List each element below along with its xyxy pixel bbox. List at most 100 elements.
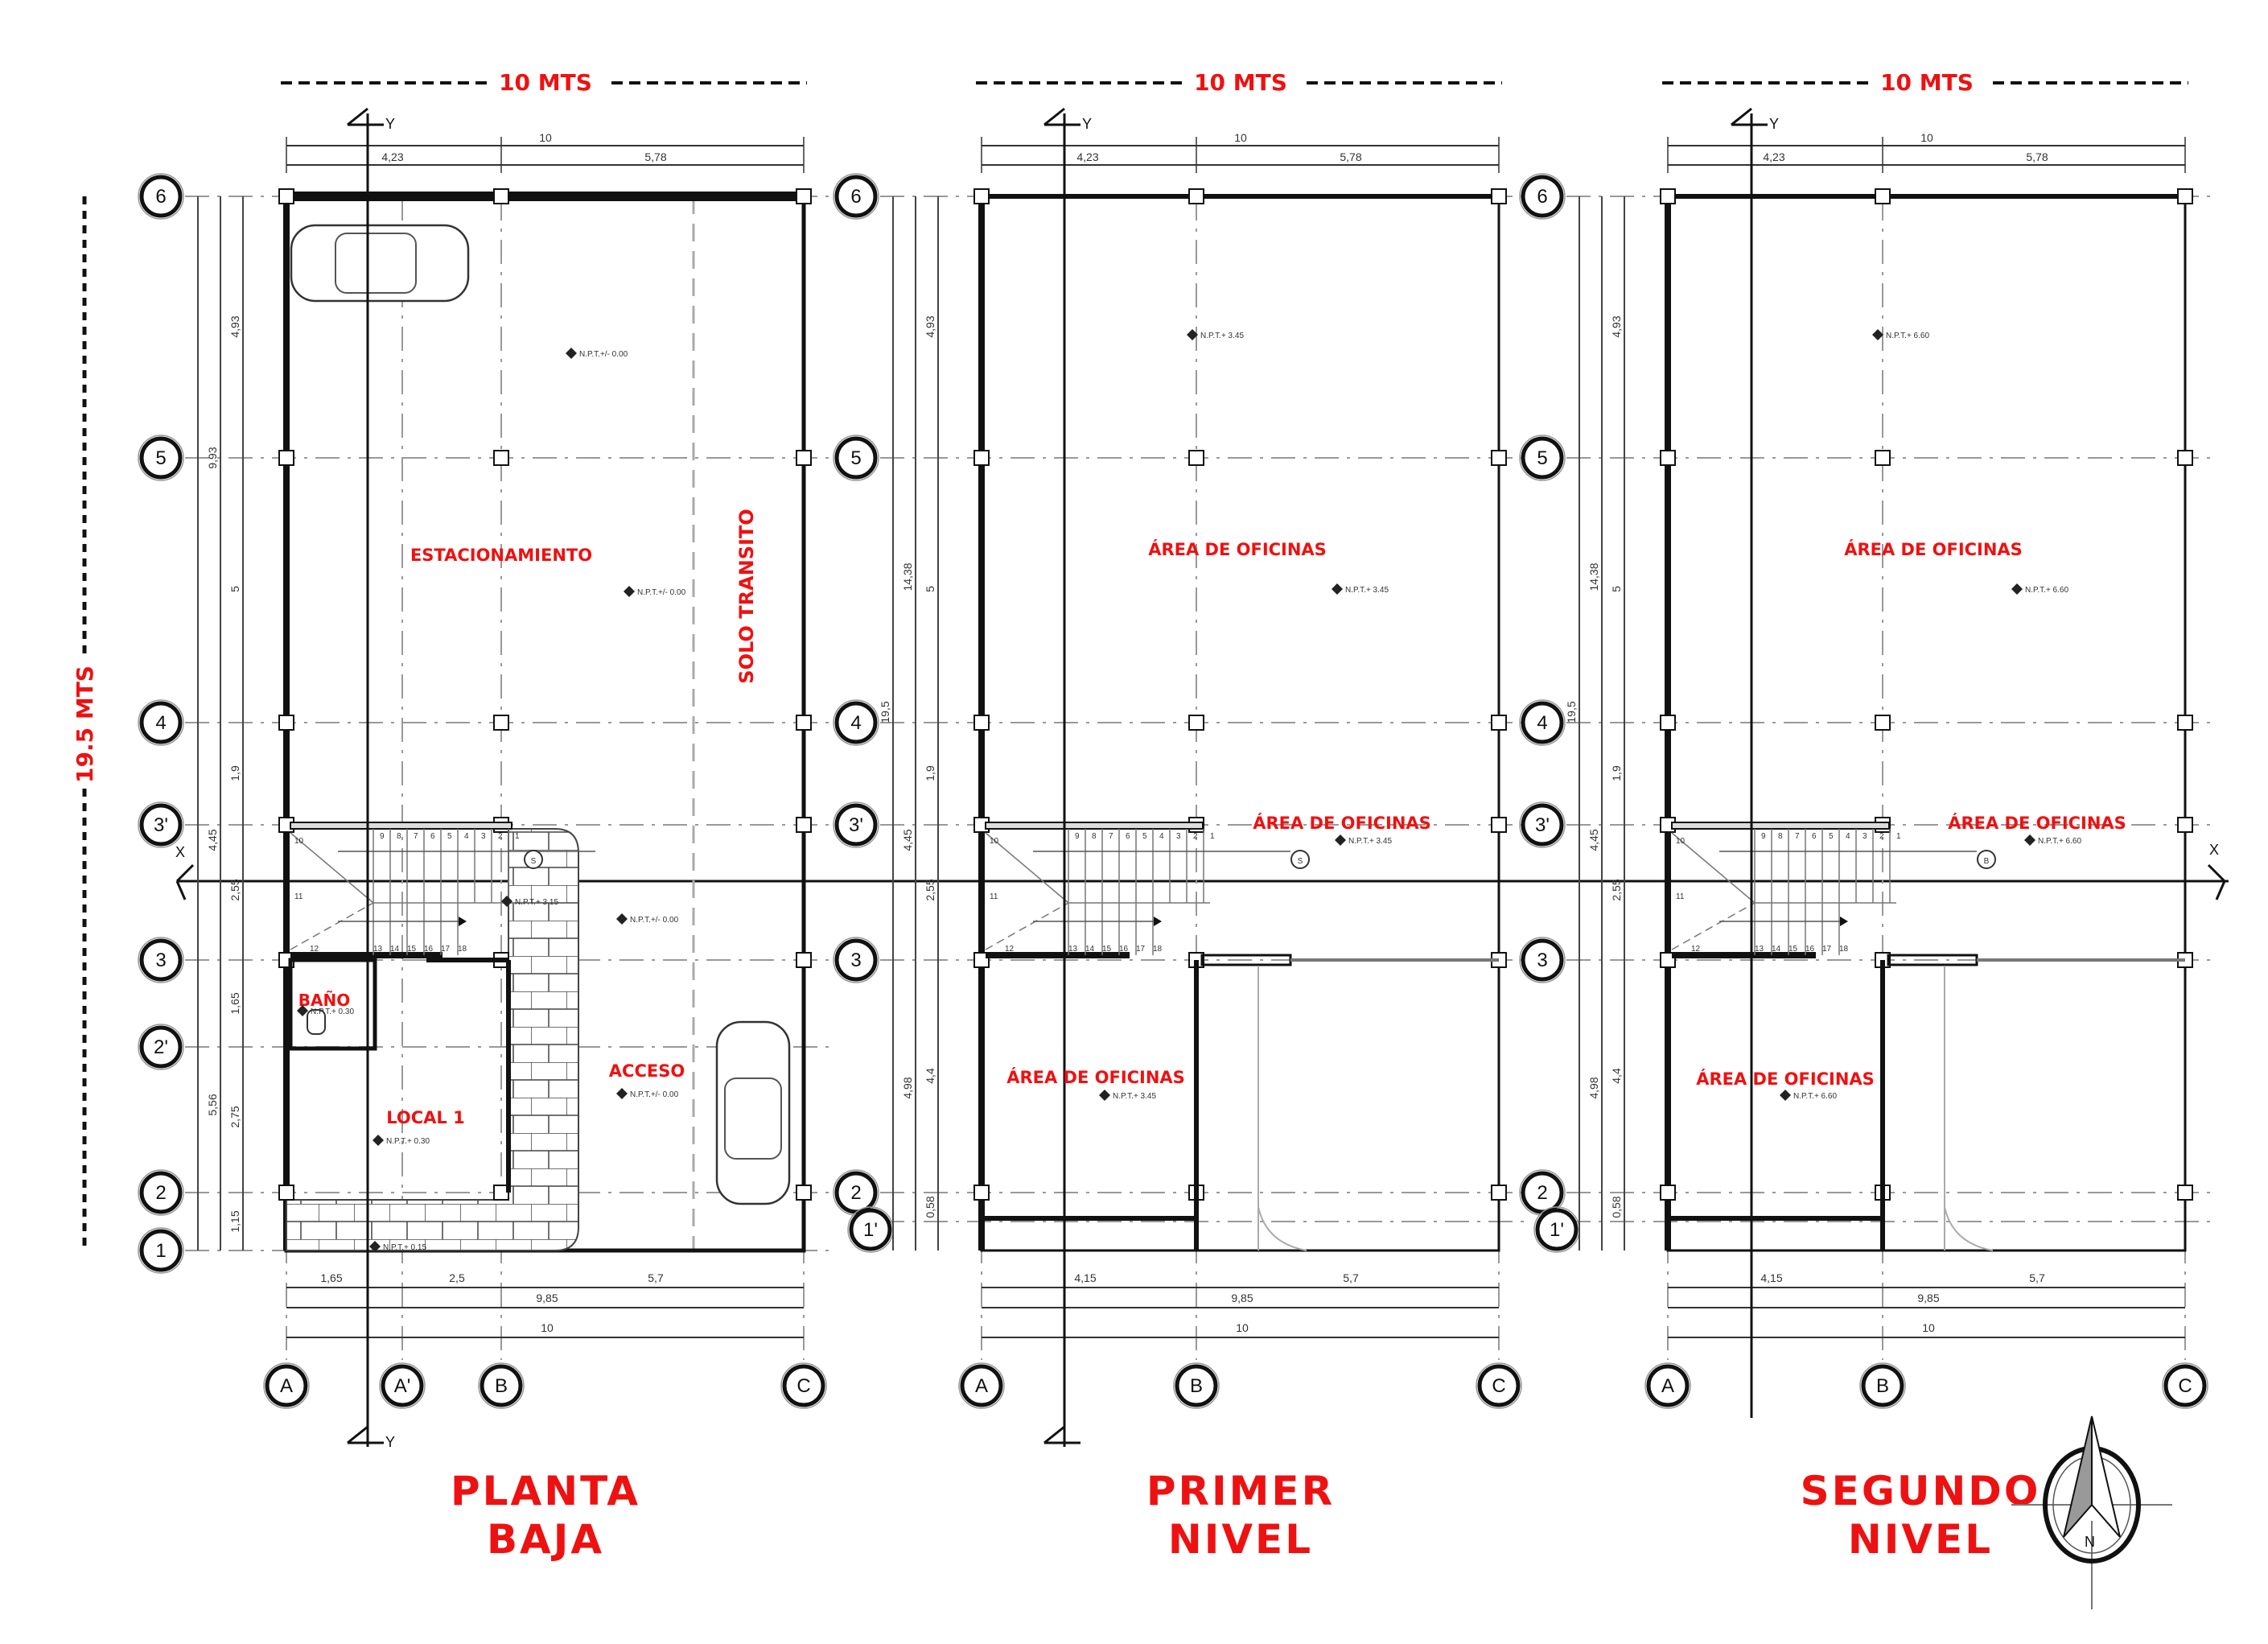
stair-step-number: 7 bbox=[1109, 832, 1113, 841]
plan-title-line2: NIVEL bbox=[1168, 1516, 1313, 1563]
structural-column bbox=[796, 450, 812, 466]
level-label: N.P.T.+ 3.45 bbox=[1345, 586, 1389, 595]
toilet-icon bbox=[307, 1009, 326, 1035]
dim-left: 4,93 bbox=[1610, 315, 1623, 337]
structural-column bbox=[1188, 450, 1204, 466]
grid-bubble-row: 5 bbox=[833, 435, 879, 481]
dim-top-total: 10 bbox=[539, 131, 552, 144]
structural-column bbox=[2177, 715, 2193, 731]
stair-step-number: 16 bbox=[424, 945, 434, 954]
stair-step-number: 9 bbox=[1075, 832, 1080, 841]
dim-top-left: 4,23 bbox=[1763, 150, 1784, 163]
dim-top-total: 10 bbox=[1234, 131, 1247, 144]
level-marker: N.P.T.+ 0.15 bbox=[369, 1241, 426, 1252]
grid-column-label: A' bbox=[394, 1375, 411, 1397]
dim-left: 4,45 bbox=[206, 829, 219, 851]
dim-left: 1,9 bbox=[924, 765, 936, 781]
dim-left: 4,45 bbox=[901, 829, 914, 851]
structural-column bbox=[2177, 817, 2193, 833]
plan-title-line1: PLANTA bbox=[451, 1468, 640, 1514]
dim-left: 14,38 bbox=[1587, 562, 1600, 591]
grid-row-label: 2 bbox=[155, 1182, 166, 1204]
paved-walkway bbox=[286, 828, 579, 1251]
grid-bubble-column: A' bbox=[379, 1362, 426, 1409]
grid-row-label: 4 bbox=[1537, 712, 1547, 734]
dim-bottom: 10 bbox=[1922, 1321, 1935, 1334]
structural-column bbox=[1188, 715, 1204, 731]
grid-column-label: C bbox=[2178, 1375, 2192, 1397]
dim-left: 1,15 bbox=[228, 1210, 241, 1232]
dim-left: 5 bbox=[1610, 586, 1623, 592]
plan-title-line2: NIVEL bbox=[1848, 1516, 1993, 1563]
level-label: N.P.T.+ 0.30 bbox=[311, 1007, 354, 1016]
level-label: N.P.T.+ 3.45 bbox=[1200, 332, 1244, 340]
stair-step-number: 17 bbox=[441, 945, 451, 954]
stair-step-number: 12 bbox=[1691, 945, 1701, 954]
stair-step-number: 3 bbox=[1863, 832, 1867, 841]
grid-bubble-row: 6 bbox=[1519, 173, 1566, 220]
stair-step-number: 14 bbox=[1085, 945, 1095, 954]
level-marker: N.P.T.+/- 0.00 bbox=[566, 348, 628, 359]
structural-column bbox=[278, 450, 294, 466]
grid-bubble-column: C bbox=[1476, 1362, 1522, 1409]
dim-left: 2,55 bbox=[228, 879, 241, 900]
grid-bubble-row: 3' bbox=[1519, 801, 1566, 848]
structural-column bbox=[1491, 817, 1507, 833]
stair-symbol: S bbox=[1298, 857, 1303, 866]
stair-step-number: 6 bbox=[1126, 832, 1130, 841]
structural-column bbox=[973, 1185, 990, 1201]
stair-step-number: 13 bbox=[373, 945, 383, 954]
stair-step-number: 15 bbox=[407, 945, 417, 954]
grid-row-label: 6 bbox=[155, 186, 166, 208]
plan-title-line1: SEGUNDO bbox=[1801, 1468, 2041, 1514]
grid-bubble-column: C bbox=[2162, 1362, 2208, 1409]
stair-step-number: 4 bbox=[464, 832, 469, 841]
structural-column bbox=[2177, 188, 2193, 204]
grid-bubble-row: 3 bbox=[833, 937, 879, 983]
dim-top-left: 4,23 bbox=[381, 150, 403, 163]
stair-step-number: 10 bbox=[990, 837, 999, 846]
grid-bubble-row: 3 bbox=[1519, 937, 1566, 983]
x-axis-label-right: X bbox=[2209, 842, 2219, 858]
stair-step-number: 16 bbox=[1805, 945, 1815, 954]
dim-bottom: 4,15 bbox=[1760, 1271, 1782, 1284]
grid-bubble-column: A bbox=[1644, 1362, 1691, 1409]
dim-bottom: 4,15 bbox=[1074, 1271, 1096, 1284]
stair-symbol: S bbox=[531, 857, 537, 866]
grid-row-label: 4 bbox=[850, 712, 861, 734]
dim-bottom: 10 bbox=[541, 1321, 554, 1334]
stair-step-number: 17 bbox=[1136, 945, 1146, 954]
grid-bubble-column: B bbox=[1859, 1362, 1906, 1409]
stair-step-number: 9 bbox=[380, 832, 385, 841]
dim-left: 1,9 bbox=[1610, 765, 1623, 781]
structural-column bbox=[493, 450, 509, 466]
grid-bubble-row: 6 bbox=[138, 173, 184, 220]
grid-row-label: 5 bbox=[1537, 447, 1547, 469]
stair-step-number: 5 bbox=[447, 832, 452, 841]
grid-bubble-column: A bbox=[263, 1362, 310, 1409]
level-marker: N.P.T.+ 6.60 bbox=[2024, 834, 2081, 846]
structural-column bbox=[278, 715, 294, 731]
dim-bottom: 10 bbox=[1236, 1321, 1249, 1334]
dim-left: 4,4 bbox=[1610, 1068, 1623, 1084]
dim-bottom: 5,7 bbox=[648, 1271, 664, 1284]
stair-step-number: 12 bbox=[1005, 945, 1015, 954]
grid-bubble-row: 4 bbox=[1519, 699, 1566, 746]
stair-step-number: 5 bbox=[1829, 832, 1834, 841]
y-axis-label: Y bbox=[1769, 116, 1779, 132]
grid-row-label: 2 bbox=[850, 1182, 861, 1204]
grid-bubble-row: 2 bbox=[138, 1169, 184, 1216]
structural-column bbox=[278, 188, 294, 204]
dim-left: 2,75 bbox=[228, 1106, 241, 1127]
grid-bubble-row: 5 bbox=[138, 435, 184, 481]
dim-left: 2,55 bbox=[1610, 879, 1623, 900]
grid-bubble-row: 5 bbox=[1519, 435, 1566, 481]
level-marker: N.P.T.+ 3.15 bbox=[501, 896, 558, 907]
overall-depth-dimension: 19.5 MTS bbox=[72, 196, 98, 1251]
dim-left: 1,9 bbox=[228, 765, 241, 781]
dim-left: 4,93 bbox=[924, 315, 936, 337]
level-marker: N.P.T.+ 3.45 bbox=[1187, 329, 1244, 340]
dim-left: 0,58 bbox=[1610, 1196, 1623, 1218]
